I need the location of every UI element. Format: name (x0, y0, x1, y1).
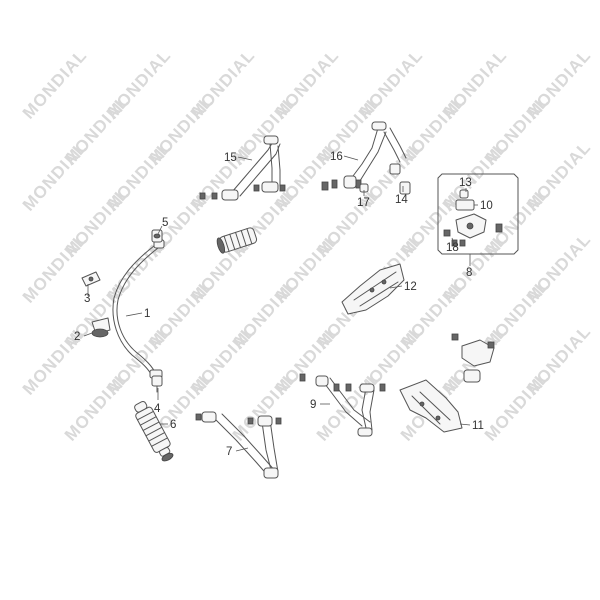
part-4-fitting (151, 375, 163, 393)
part-bushing-cylinder (216, 227, 258, 254)
callout-2: 2 (74, 331, 80, 343)
callout-18: 18 (446, 242, 459, 254)
watermark-logo: MONDIAL (19, 46, 91, 123)
part-3-small-clamp (81, 271, 101, 287)
callout-1: 1 (144, 308, 150, 320)
part-10-block (455, 199, 475, 211)
callout-9: 9 (310, 399, 316, 411)
part-6-shock-absorber (134, 401, 174, 462)
callout-11: 11 (472, 420, 484, 432)
part-12-front-bracket (341, 263, 405, 315)
part-2-clamp (91, 317, 111, 338)
callout-10: 10 (480, 200, 493, 212)
callout-3: 3 (84, 293, 90, 305)
part-11-rear-bracket (399, 379, 463, 433)
part-13-pin (459, 189, 469, 199)
watermark-logo: MONDIAL (61, 368, 133, 445)
watermark-logo: MONDIAL (19, 230, 91, 307)
part-5-banjo-bolt (151, 229, 163, 243)
callout-13: 13 (459, 177, 472, 189)
callout-14: 14 (395, 194, 408, 206)
callout-12: 12 (404, 281, 417, 293)
watermark-logo: MONDIAL (481, 368, 553, 445)
callout-5: 5 (162, 217, 168, 229)
watermark-logo: MONDIAL (19, 138, 91, 215)
part-16-upper-arm-right (321, 121, 407, 191)
part-9-upper-arm (299, 373, 386, 437)
callout-7: 7 (226, 446, 232, 458)
part-14-bushing (389, 163, 411, 195)
callout-6: 6 (170, 419, 176, 431)
watermark-logo: MONDIAL (229, 368, 301, 445)
callout-15: 15 (224, 152, 237, 164)
callout-labels: 1 2 3 4 5 6 7 8 9 10 11 12 13 14 15 16 1… (74, 151, 493, 458)
part-7-lower-arm (195, 411, 282, 479)
callout-16: 16 (330, 151, 343, 163)
callout-4: 4 (154, 403, 161, 415)
part-15-upper-arm-left (199, 135, 286, 201)
callout-8: 8 (466, 267, 472, 279)
part-cluster-right (451, 333, 495, 383)
inset-detail-box (437, 173, 519, 255)
leader-lines (83, 155, 478, 452)
watermark-layer: MONDIAL MONDIAL MONDIAL MONDIAL MONDIAL MONDI… (19, 46, 595, 445)
callout-17: 17 (357, 197, 370, 209)
